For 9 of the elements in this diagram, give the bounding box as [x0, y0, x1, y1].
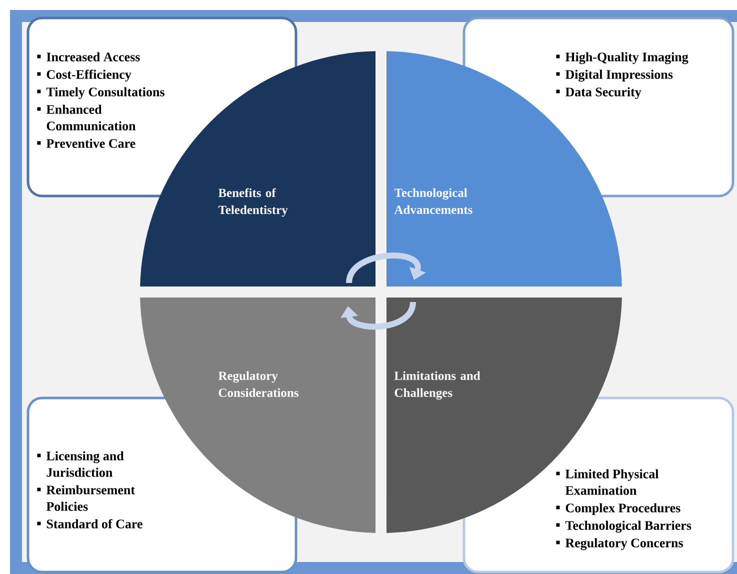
bullet-item: Preventive Care [37, 138, 136, 148]
bullet-item: Cost-Efficiency [37, 70, 132, 82]
bullet-item: Increased Access [37, 52, 140, 62]
bullet-item: Standard of Care [37, 519, 142, 528]
curved-arrow [346, 252, 426, 284]
bullet-item: Enhanced Communication [37, 104, 136, 130]
bullet-item: Licensing and Jurisdiction [37, 451, 124, 477]
bullet-item: Reimbursement Policies [37, 485, 135, 511]
bullet-item: Regulatory Concerns [556, 538, 683, 550]
